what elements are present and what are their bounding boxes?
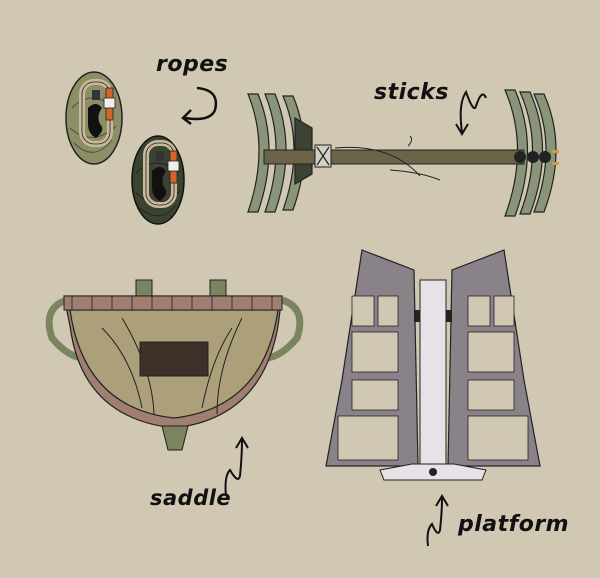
rope-coil-light-icon xyxy=(65,71,123,165)
ropes-label: ropes xyxy=(156,52,229,77)
sticks-label: sticks xyxy=(374,80,449,105)
squiggle-arrow-up-icon xyxy=(224,436,249,497)
squiggle-arrow-down-icon xyxy=(455,89,487,136)
curved-arrow-icon xyxy=(181,86,218,125)
platform-label: platform xyxy=(458,512,570,537)
rope-coil-dark-icon xyxy=(131,135,185,225)
climbing-sticks-icon xyxy=(247,89,559,217)
platform-icon xyxy=(325,249,541,481)
saddle-icon xyxy=(45,279,304,451)
squiggle-arrow-up-icon xyxy=(426,494,449,547)
saddle-label: saddle xyxy=(150,486,232,510)
